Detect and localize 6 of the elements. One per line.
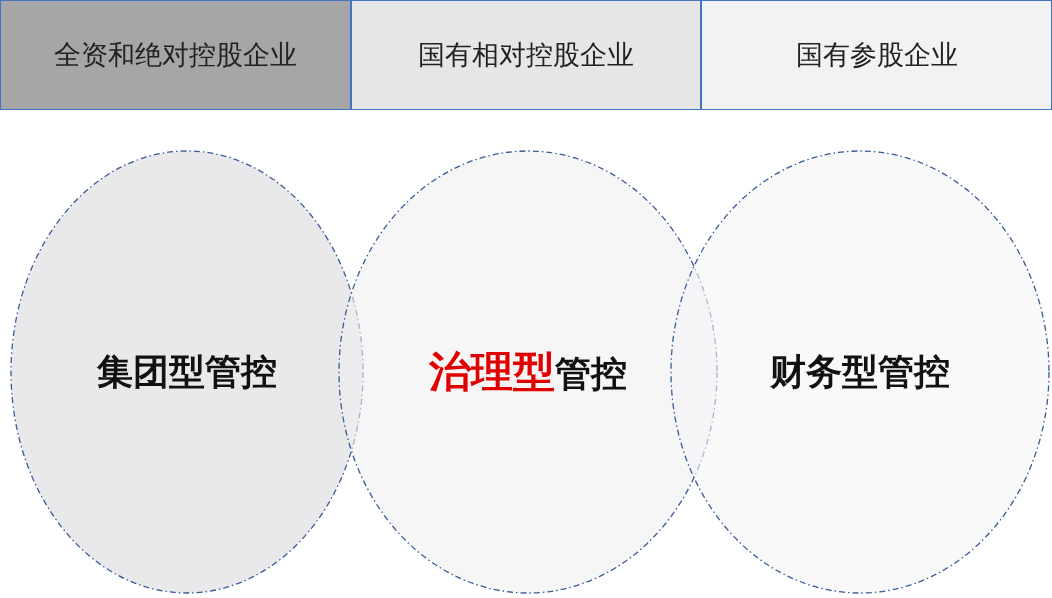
category-header: 全资和绝对控股企业 bbox=[0, 0, 351, 110]
category-header: 国有参股企业 bbox=[701, 0, 1052, 110]
category-header: 国有相对控股企业 bbox=[351, 0, 701, 110]
control-type-label: 财务型管控 bbox=[770, 349, 950, 394]
control-type-label: 治理型管控 bbox=[429, 346, 627, 398]
control-type-label: 集团型管控 bbox=[97, 349, 277, 394]
